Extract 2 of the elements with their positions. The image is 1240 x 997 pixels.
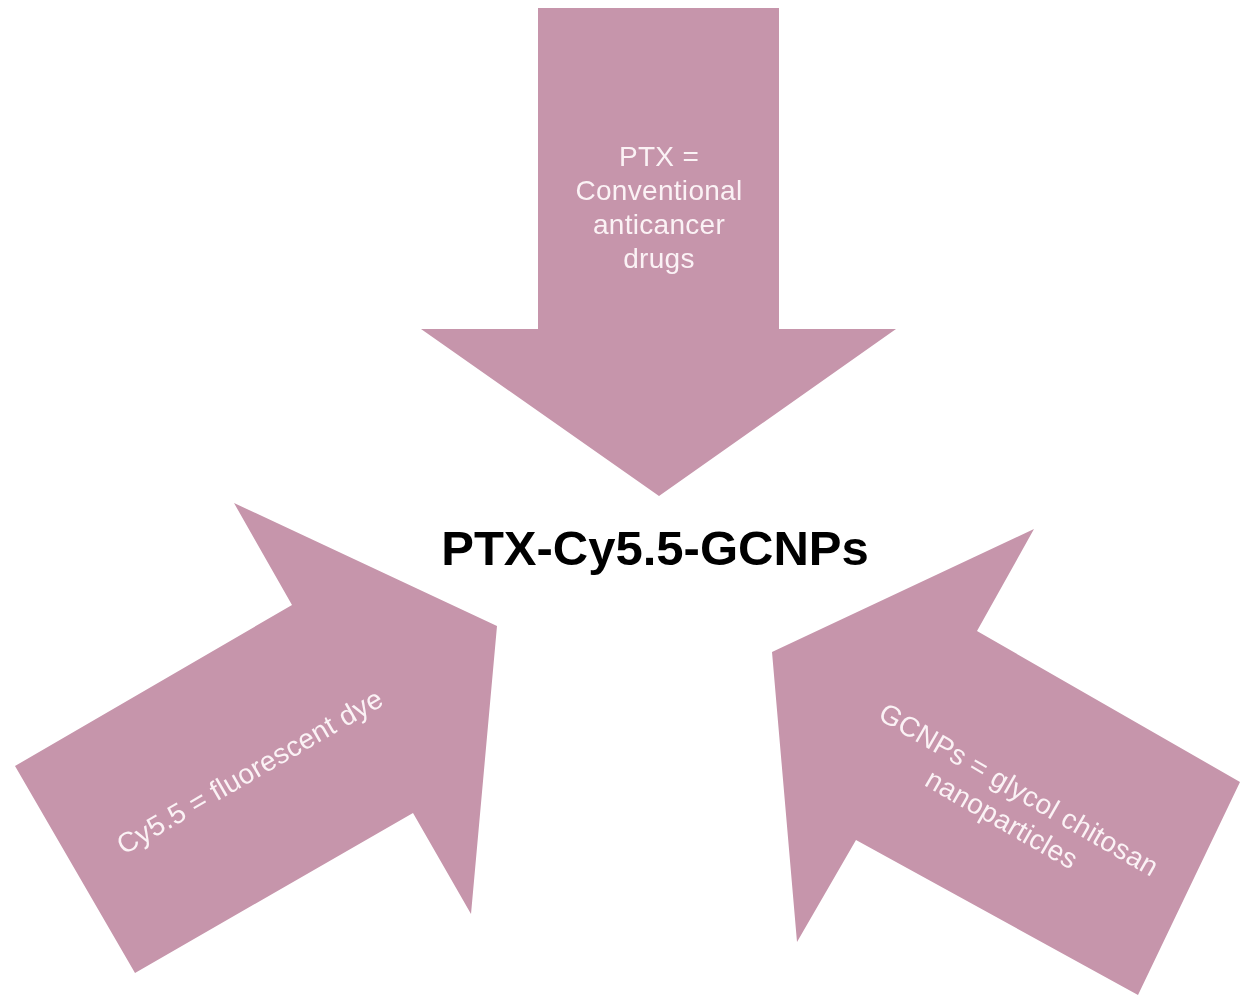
arrow-label: PTX = Conventional anticancer drugs — [574, 139, 744, 277]
product-name: PTX-Cy5.5-GCNPs — [440, 520, 870, 576]
